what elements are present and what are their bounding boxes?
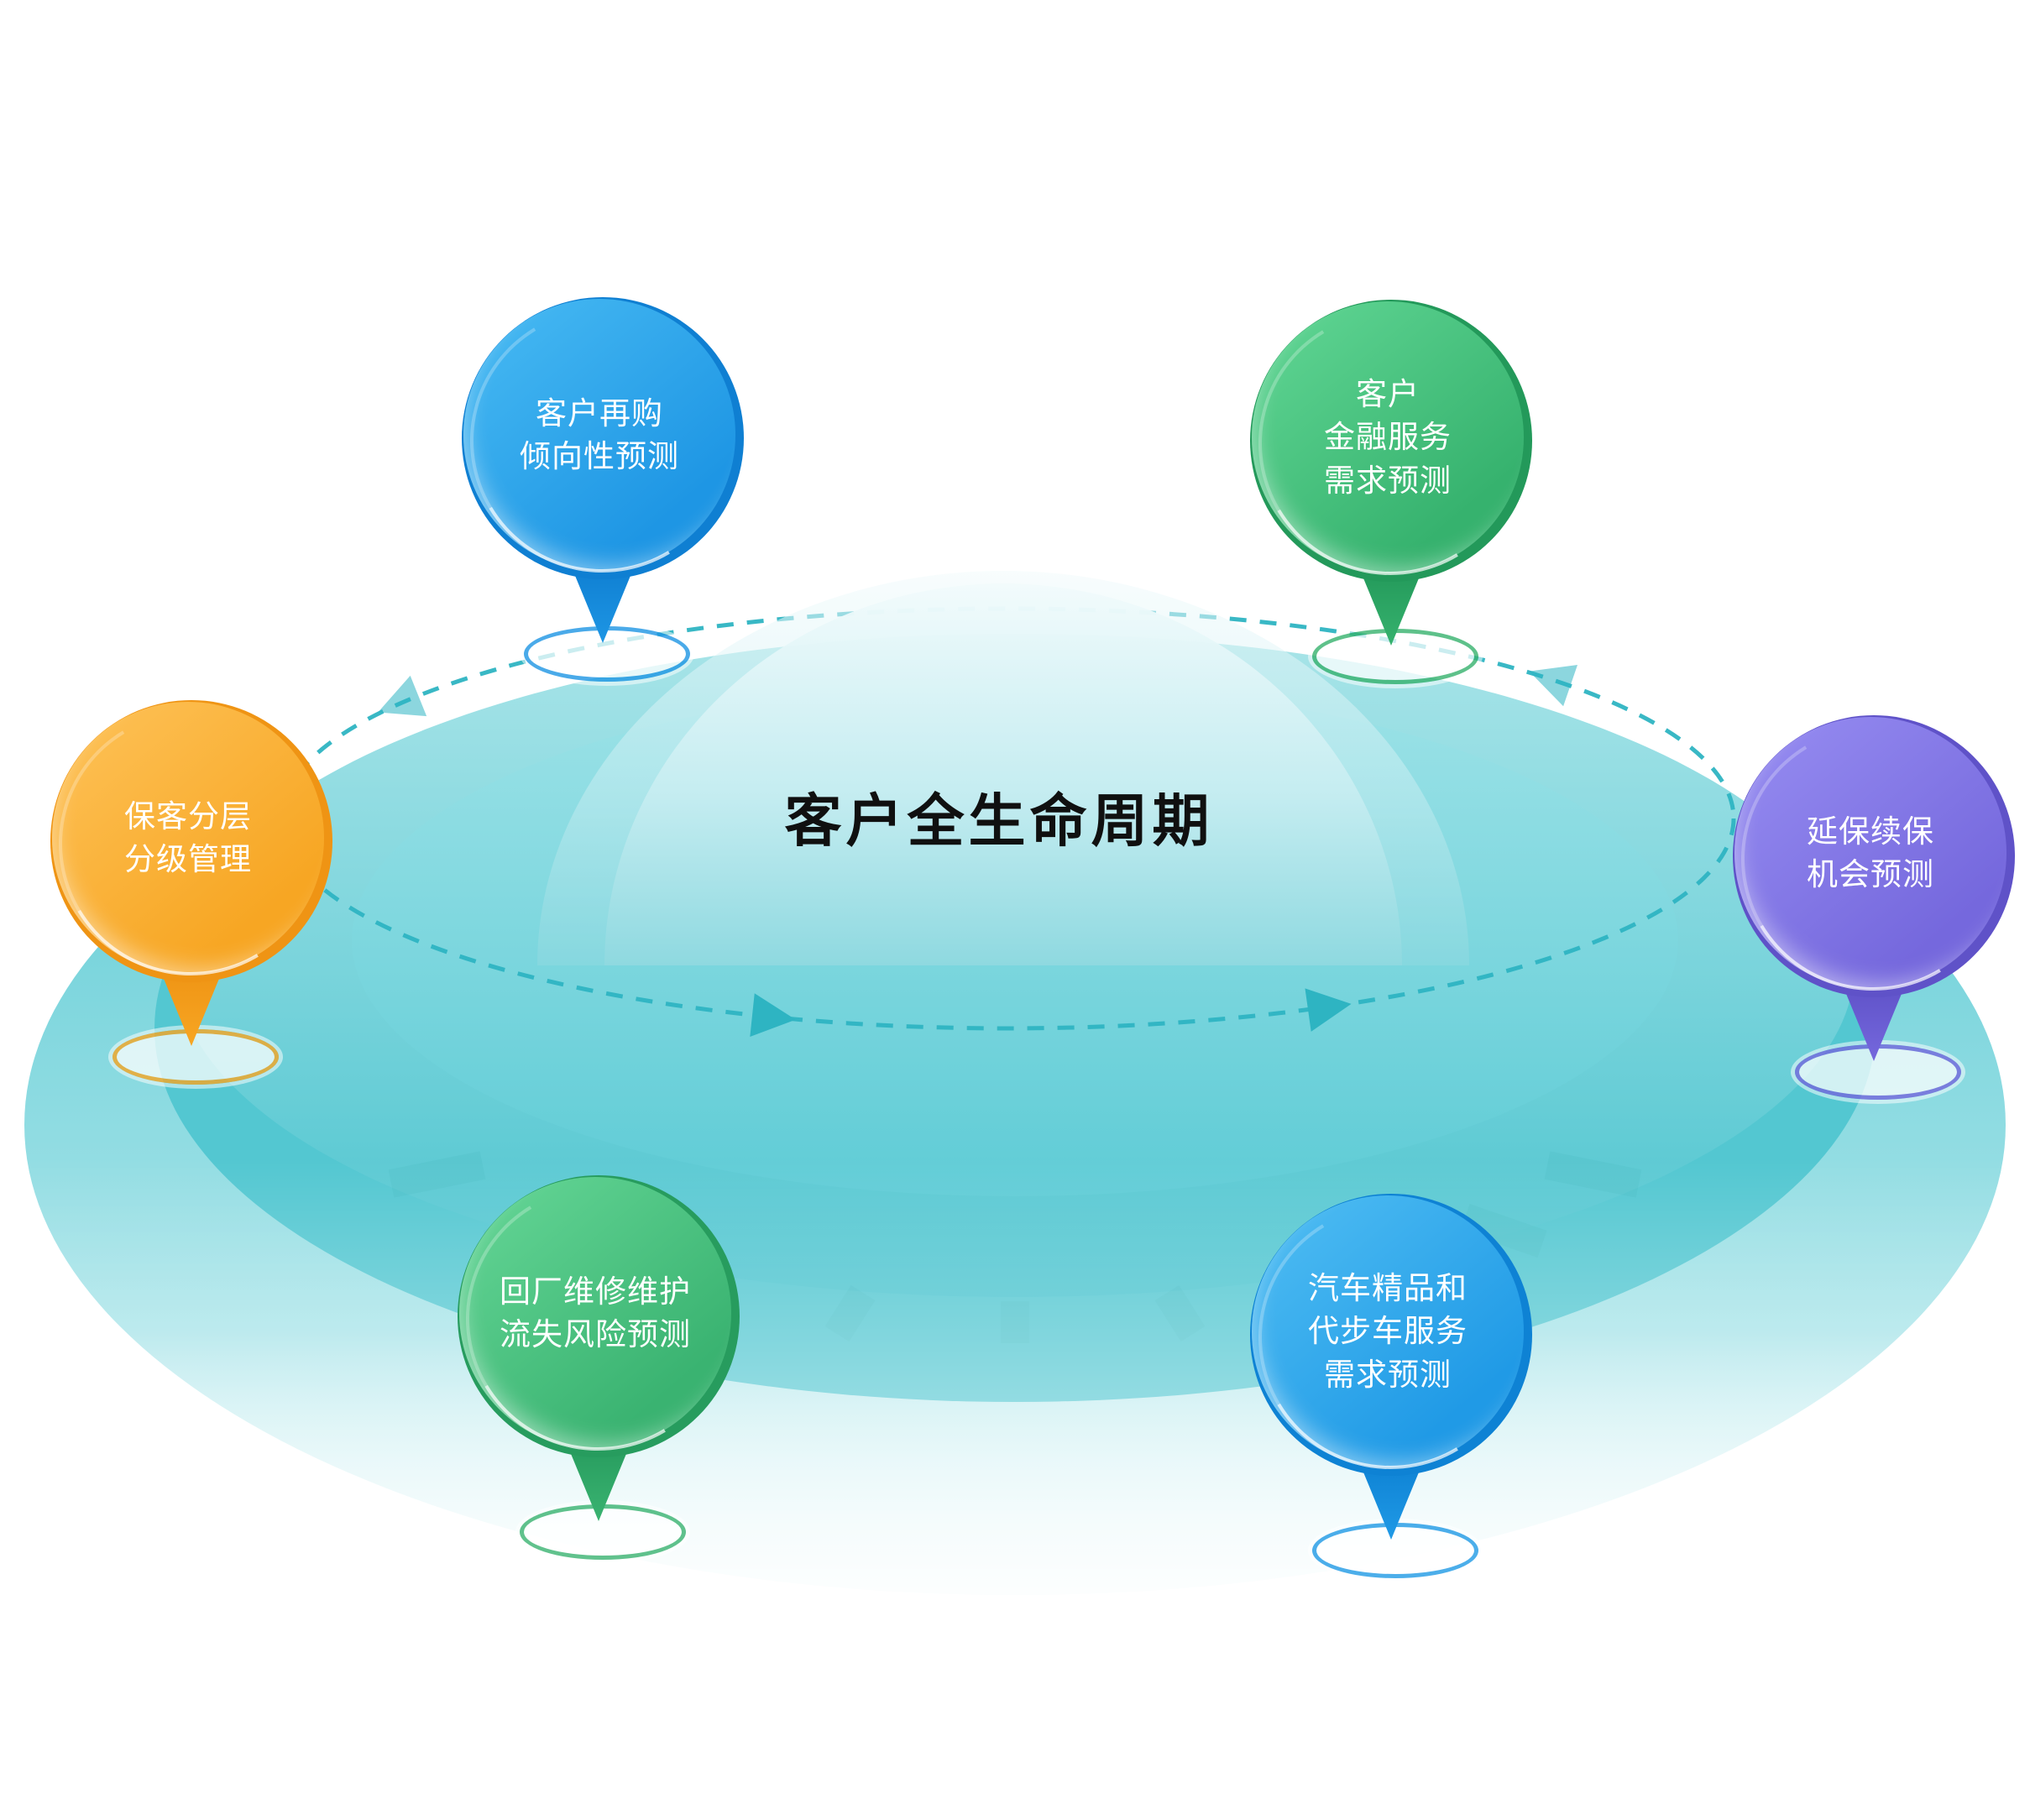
pin-base-ring	[520, 1504, 686, 1560]
bottom-fade	[0, 1158, 2030, 1763]
pin-base-ring	[1795, 1044, 1961, 1100]
pin-base-ring	[1312, 629, 1478, 684]
pin-bubble-face: 回厂维修维护 流失风险预测	[459, 1177, 731, 1449]
pin-label: 回厂维修维护 流失风险预测	[500, 1273, 691, 1352]
pin-customer-tier-management: 保客分层 分级管理	[50, 700, 332, 1088]
pin-base-ring	[112, 1029, 279, 1085]
pin-base-ring	[524, 626, 690, 682]
pin-label: 延保续保 机会预测	[1807, 813, 1934, 892]
pin-bubble-face: 保客分层 分级管理	[52, 702, 324, 974]
pin-accessory-courtesy-car-demand: 汽车精品和 代步车服务 需求预测	[1250, 1194, 1532, 1582]
pin-bubble: 客户 金融服务 需求预测	[1250, 300, 1532, 582]
pin-bubble-face: 客户 金融服务 需求预测	[1252, 301, 1524, 573]
pin-warranty-renewal-opportunity: 延保续保 机会预测	[1733, 715, 2015, 1103]
cycle-arrow-bottom-right	[1305, 988, 1352, 1032]
diagram-title: 客户全生命周期	[784, 789, 1214, 854]
pin-bubble-face: 延保续保 机会预测	[1734, 717, 2006, 989]
pin-bubble: 汽车精品和 代步车服务 需求预测	[1250, 1194, 1532, 1476]
pin-repair-churn-risk: 回厂维修维护 流失风险预测	[458, 1175, 740, 1563]
pin-repurchase-propensity: 客户再购 倾向性预测	[462, 297, 744, 685]
pin-bubble-face: 客户再购 倾向性预测	[463, 299, 735, 571]
pin-bubble: 保客分层 分级管理	[50, 700, 332, 982]
pin-bubble: 回厂维修维护 流失风险预测	[458, 1175, 740, 1457]
pin-bubble: 客户再购 倾向性预测	[462, 297, 744, 579]
pin-base-ring	[1312, 1523, 1478, 1578]
pin-financial-service-demand: 客户 金融服务 需求预测	[1250, 300, 1532, 688]
cycle-arrow-top-right	[1529, 665, 1578, 707]
pin-label: 客户再购 倾向性预测	[520, 395, 679, 473]
pin-bubble-face: 汽车精品和 代步车服务 需求预测	[1252, 1195, 1524, 1467]
pin-label: 客户 金融服务 需求预测	[1324, 377, 1452, 498]
dome-inner	[604, 583, 1402, 965]
pin-label: 汽车精品和 代步车服务 需求预测	[1308, 1271, 1468, 1392]
cycle-arrow-top-left	[378, 675, 427, 717]
cycle-arrow-bottom-left	[750, 993, 796, 1038]
pin-label: 保客分层 分级管理	[124, 798, 252, 876]
pin-bubble: 延保续保 机会预测	[1733, 715, 2015, 997]
